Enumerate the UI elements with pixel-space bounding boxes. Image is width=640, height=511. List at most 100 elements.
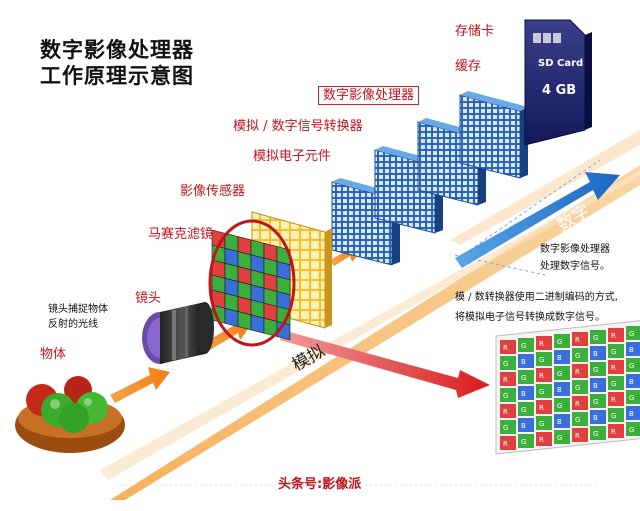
pixel-cell [554,350,570,364]
pixel-cell-label: R [611,396,616,404]
pixel-cell-label: G [593,334,598,342]
pixel-cell-label: R [503,408,508,416]
pixel-cell-label: G [521,406,526,414]
pixel-cell-label: G [611,348,616,356]
note-adc-line1: 模 / 数转换器使用二进制编码的方式, [455,292,618,303]
pixel-cell-label: B [629,378,634,386]
pixel-cell [590,346,606,360]
note-lens-line2: 反射的光线 [48,319,98,330]
pixel-cell-label: G [593,398,598,406]
bayer-cell [224,307,239,327]
pixel-cell [626,422,640,436]
pixel-cell-label: B [557,418,562,426]
pixel-cell-label: R [539,372,544,380]
pixel-cell-label: B [629,410,634,418]
pixel-cell [590,394,606,408]
pixel-cell [590,426,606,440]
digital-beam [450,130,640,245]
pixel-cell [500,388,516,402]
pixel-cell-label: R [575,400,580,408]
pixel-cell [626,374,640,388]
pixel-cell [500,404,516,418]
pixel-cell-label: R [611,364,616,372]
pixel-cell [518,386,534,400]
pixel-cell [500,372,516,386]
pixel-cell-label: G [611,412,616,420]
pixel-cell [518,434,534,448]
pixel-cell-label: B [557,354,562,362]
label-digital-processor: 数字影像处理器 [318,86,420,105]
pixel-cell [608,376,624,390]
pixel-cell-label: B [593,414,598,422]
pixel-cell [518,370,534,384]
pixel-cell [536,400,552,414]
note-dsp-line1: 数字影像处理器 [540,244,610,255]
pixel-cell [554,334,570,348]
pixel-cell-label: R [575,336,580,344]
diagram-title-line1: 数字影像处理器 [40,38,194,62]
digital-arrow [455,172,620,268]
pixel-cell-label: R [575,432,580,440]
pixel-cell [500,340,516,354]
pixel-cell-label: R [503,344,508,352]
pixel-cell [572,396,588,410]
pixel-cell-label: R [611,332,616,340]
pixel-cell [572,348,588,362]
pixel-cell-label: R [503,440,508,448]
pixel-cell [554,398,570,412]
pixel-cell-label: G [539,388,544,396]
pixel-cell [554,382,570,396]
pixel-cell [554,366,570,380]
pixel-cell-label: R [503,376,508,384]
pixel-cell-label: G [539,420,544,428]
pixel-cell [590,410,606,424]
pixel-cell-label: G [539,356,544,364]
pixel-cell [626,342,640,356]
pixel-cell [590,362,606,376]
pixel-cell [572,380,588,394]
pixel-cell [572,364,588,378]
pixel-cell-label: G [503,424,508,432]
pixel-cell [608,392,624,406]
pixel-cell-label: B [629,346,634,354]
pixel-cell-label: G [503,360,508,368]
pixel-cell [626,358,640,372]
pixel-cell-label: G [593,366,598,374]
pixel-cell [518,338,534,352]
pixel-cell [518,354,534,368]
pixel-cell-label: R [539,340,544,348]
pixel-cell-label: G [557,338,562,346]
label-ad-converter: 模拟 / 数字信号转换器 [233,119,363,134]
pixel-cell [536,432,552,446]
sd-card-brand: SD Card [538,58,583,69]
pixel-cell-label: G [521,374,526,382]
label-lens: 镜头 [135,291,162,306]
sd-card-capacity: 4 GB [542,83,576,98]
pixel-cell-label: G [557,402,562,410]
bayer-highlight-circle [208,219,296,347]
pixel-cell [536,368,552,382]
pixel-cell-label: G [629,362,634,370]
pixel-cell [572,412,588,426]
pixel-cell [608,408,624,422]
pixel-cell [536,384,552,398]
lens [142,302,214,364]
pixel-cell-label: B [521,390,526,398]
diagram-title-line2: 工作原理示意图 [40,64,194,88]
object-to-lens-arrow [110,367,170,403]
label-analog-circuit: 模拟电子元件 [253,149,332,164]
beam-highlight [100,170,640,480]
red-output-arrow [280,330,490,398]
pixel-cell [500,420,516,434]
pixel-cell [626,390,640,404]
fruit-bowl-object [15,376,125,453]
pixel-cell [536,336,552,350]
pixel-cell [536,416,552,430]
pixel-cell-label: G [629,330,634,338]
pixel-cell [626,406,640,420]
label-image-sensor: 影像传感器 [180,184,246,199]
pixel-cell-label: B [521,358,526,366]
